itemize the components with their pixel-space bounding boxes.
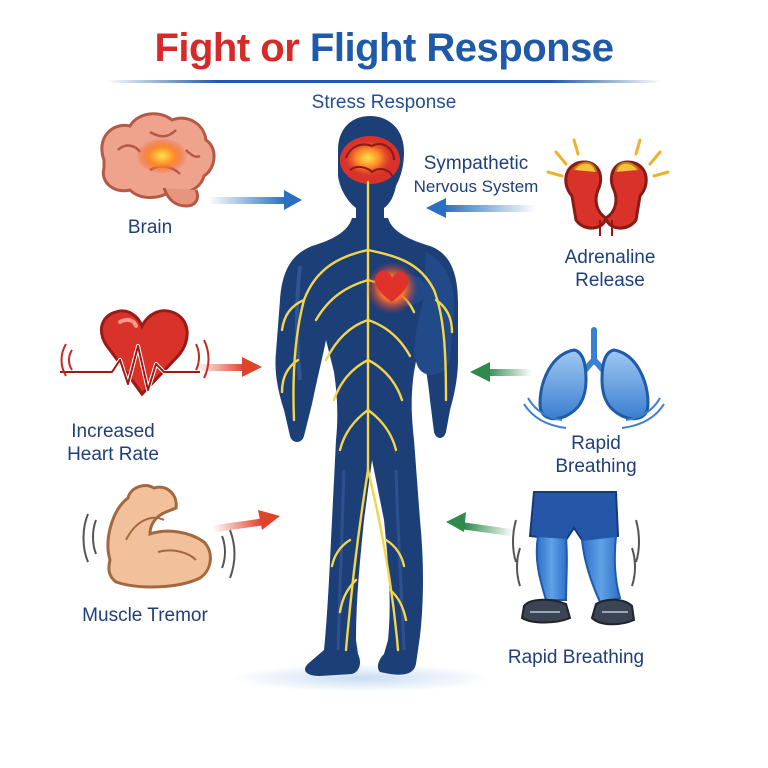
adrenal-glands-icon bbox=[546, 138, 670, 236]
label-heart-rate: Increased Heart Rate bbox=[48, 420, 178, 466]
label-rapid-breathing: Rapid Breathing bbox=[538, 432, 654, 478]
legs-icon bbox=[512, 491, 640, 626]
arrow-heart-to-body bbox=[196, 357, 262, 377]
arrow-adrenal-to-body bbox=[426, 198, 536, 218]
label-rapid-breathing-line1: Rapid bbox=[571, 433, 621, 454]
title-word-fight: Fight or bbox=[154, 26, 300, 70]
page-title: Fight or Flight Response bbox=[0, 26, 768, 71]
label-heart-rate-line1: Increased bbox=[71, 421, 155, 442]
arrow-muscle-to-body bbox=[211, 510, 280, 533]
arrow-brain-to-body bbox=[208, 190, 302, 210]
heart-icon bbox=[60, 309, 210, 397]
lungs-icon bbox=[523, 327, 665, 429]
label-rapid-breathing-line2: Breathing bbox=[555, 456, 637, 477]
subtitle: Stress Response bbox=[311, 92, 457, 113]
label-brain: Brain bbox=[127, 217, 173, 238]
label-legs: Rapid Breathing bbox=[507, 647, 645, 668]
arrow-lungs-to-body bbox=[470, 362, 532, 382]
label-sympathetic-line1: Sympathetic bbox=[423, 153, 529, 174]
arrow-legs-to-body bbox=[446, 512, 515, 537]
ground-shadow bbox=[232, 664, 492, 692]
label-sympathetic: Sympathetic Nervous System bbox=[400, 152, 552, 198]
brain-icon bbox=[100, 112, 216, 208]
title-word-flight: Flight Response bbox=[309, 26, 614, 70]
label-adrenaline-line2: Release bbox=[575, 270, 645, 291]
label-adrenaline: Adrenaline Release bbox=[548, 246, 672, 292]
title-underline bbox=[106, 80, 662, 83]
label-muscle-tremor: Muscle Tremor bbox=[82, 605, 208, 626]
flexed-arm-icon bbox=[82, 484, 236, 589]
label-adrenaline-line1: Adrenaline bbox=[564, 247, 656, 268]
human-body-icon bbox=[275, 116, 458, 676]
label-heart-rate-line2: Heart Rate bbox=[67, 444, 159, 465]
label-sympathetic-line2: Nervous System bbox=[413, 177, 539, 196]
